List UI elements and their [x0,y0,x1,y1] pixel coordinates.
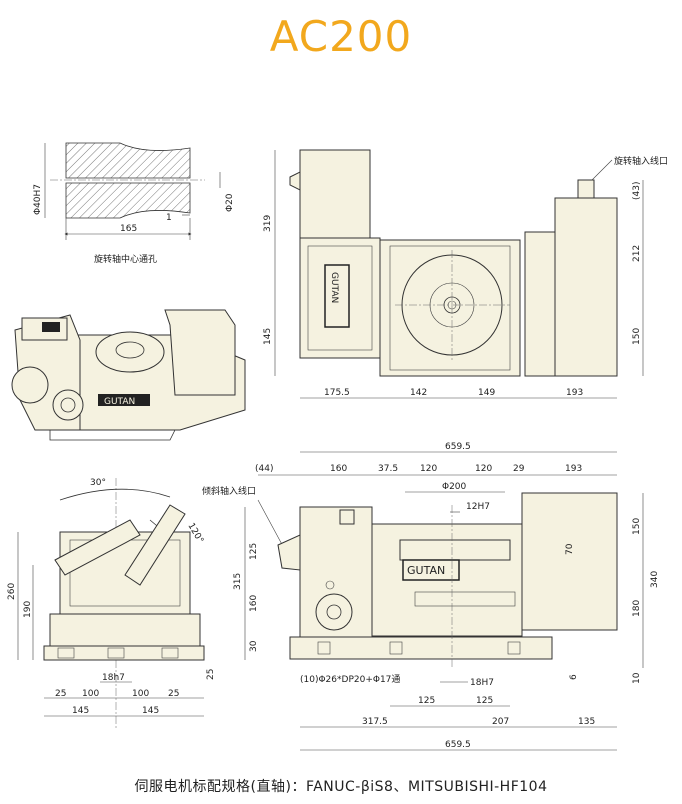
front-l30: 30 [249,640,259,652]
isometric-view: GUTAN [11,309,246,441]
top-cable-label: 旋转轴入线口 [614,155,668,167]
side-b145b: 145 [142,706,159,716]
bore-caption: 旋转轴中心通孔 [94,253,157,265]
front-cable-label: 倾斜轴入线口 [202,485,256,497]
front-r180: 180 [632,600,642,617]
front-total-bot: 659.5 [445,740,471,750]
page-title: AC200 [269,12,413,61]
side-b25b: 25 [168,689,179,699]
front-r340: 340 [650,571,660,588]
front-h12: 12H7 [466,502,490,512]
bore-small-dim: 1 [166,213,172,223]
front-t44: (44) [255,464,273,474]
front-l125: 125 [249,543,259,560]
side-r25: 25 [206,669,216,680]
top-w175: 175.5 [324,388,350,398]
front-hole-note: (10)Φ26*DP20+Φ17通 [300,674,400,685]
front-h70: 70 [565,543,575,555]
front-d200: Φ200 [442,482,467,492]
top-w193: 193 [566,388,583,398]
top-h319: 319 [263,215,273,232]
front-b135: 135 [578,717,595,727]
side-view: 30° 120° 260 190 18h7 25 100 100 25 145 … [7,478,216,730]
front-b3175: 317.5 [362,717,388,727]
iso-brand: GUTAN [104,397,135,407]
front-t120a: 120 [420,464,437,474]
bore-len-dim: 165 [120,224,137,234]
bore-section: 165 1 Φ40H7 Φ20 旋转轴中心通孔 [33,142,235,265]
front-r10: 10 [632,672,642,684]
side-h190: 190 [23,601,33,618]
top-brand: GUTAN [329,272,339,303]
front-total-top: 659.5 [445,442,471,452]
bore-d40-dim: Φ40H7 [33,184,43,215]
front-t29: 29 [513,464,525,474]
side-angle30: 30° [90,478,106,488]
top-w142: 142 [410,388,427,398]
front-b125a: 125 [418,696,435,706]
front-b125b: 125 [476,696,493,706]
top-view: GUTAN 旋转轴入线口 319 145 175.5 142 149 193 (… [263,149,668,399]
side-b145a: 145 [72,706,89,716]
front-t160: 160 [330,464,347,474]
top-h145: 145 [263,328,273,345]
side-b100b: 100 [132,689,149,699]
front-t193: 193 [565,464,582,474]
bore-d20-dim: Φ20 [225,193,235,212]
side-h260: 260 [7,583,17,600]
front-view: 659.5 (44) 160 37.5 120 120 29 193 Φ200 … [202,442,660,751]
front-t120b: 120 [475,464,492,474]
front-b18: 18H7 [470,678,494,688]
top-r150: 150 [632,328,642,345]
front-t375: 37.5 [378,464,398,474]
front-l315: 315 [233,573,243,590]
front-l160: 160 [249,595,259,612]
top-w149: 149 [478,388,495,398]
front-b207: 207 [492,717,509,727]
side-b100a: 100 [82,689,99,699]
top-r212: 212 [632,245,642,262]
front-brand: GUTAN [407,564,445,577]
side-b25a: 25 [55,689,66,699]
top-r43: (43) [632,182,642,200]
front-r150: 150 [632,518,642,535]
side-b18: 18h7 [102,673,125,683]
front-r6: 6 [569,674,579,680]
footer-motor-spec: 伺服电机标配规格(直轴)：FANUC-βiS8、MITSUBISHI-HF104 [134,779,548,795]
